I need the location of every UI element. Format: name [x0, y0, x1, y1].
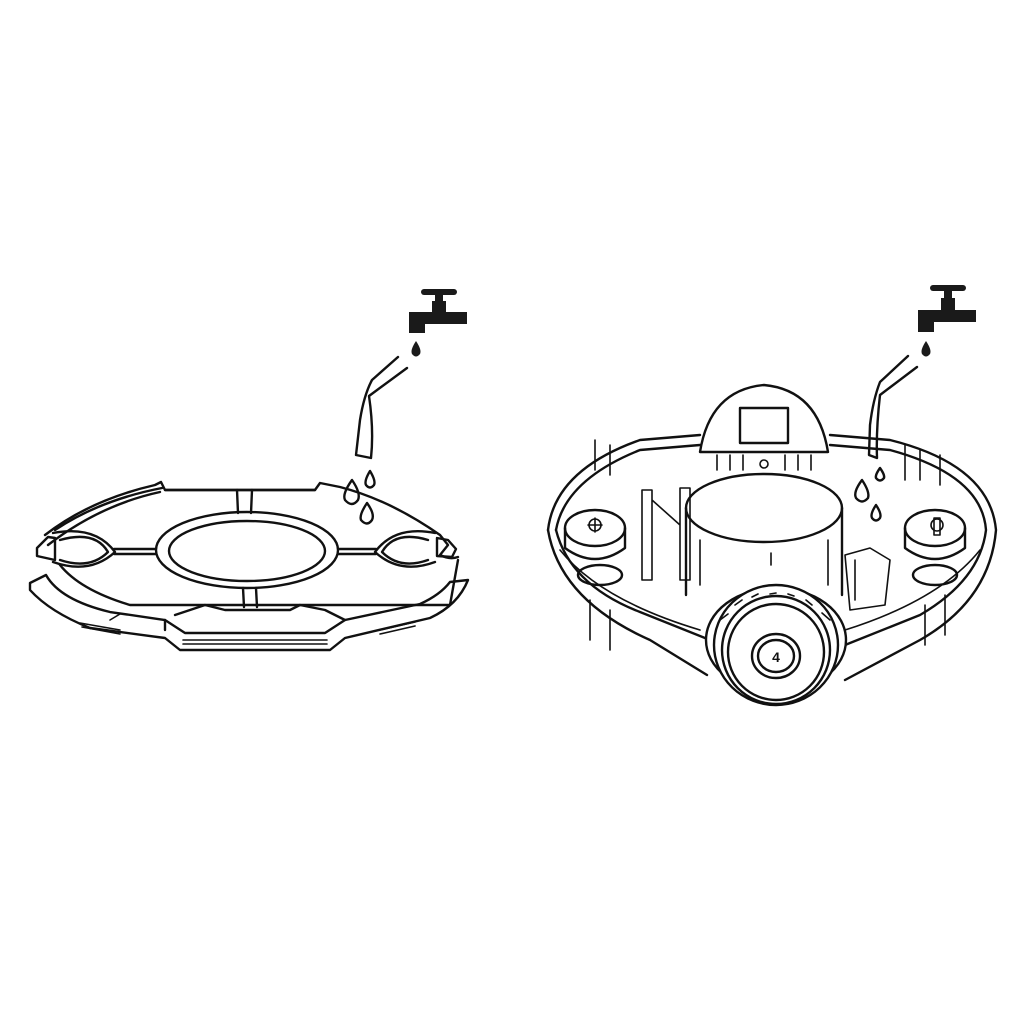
pump-base-housing — [546, 383, 998, 682]
filter-tray-plate — [28, 480, 470, 652]
water-drop-icon — [854, 466, 886, 522]
faucet-icon — [918, 285, 976, 332]
right-panel: 4 — [546, 285, 998, 707]
water-stream-icon — [867, 354, 919, 460]
water-stream-icon — [354, 355, 409, 460]
impeller-cap: 4 — [704, 583, 848, 707]
water-drop-icon — [411, 341, 421, 357]
faucet-icon — [409, 289, 467, 333]
water-drop-icon — [921, 341, 931, 357]
left-panel — [28, 289, 470, 652]
cap-number-marking: 4 — [772, 649, 780, 665]
